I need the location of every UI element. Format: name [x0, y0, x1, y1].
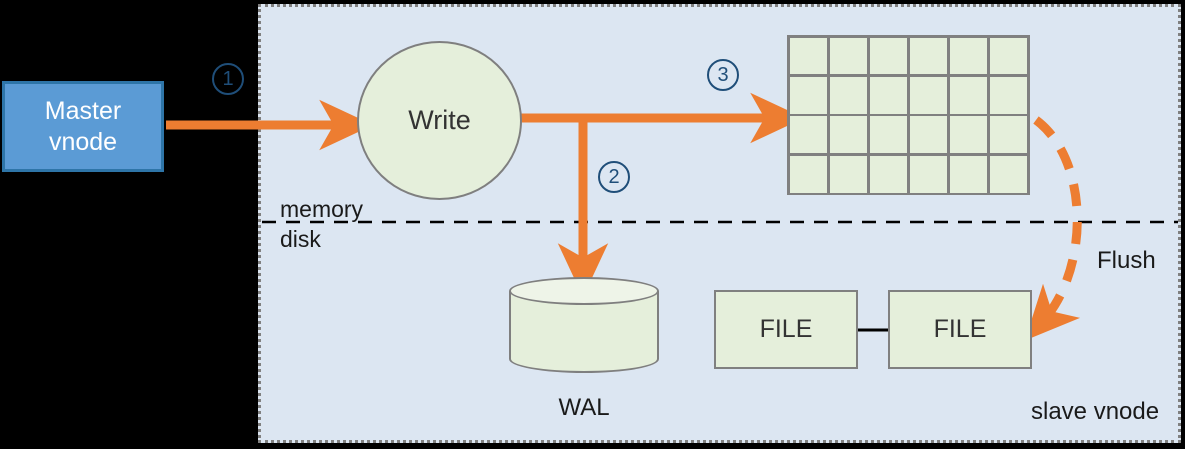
memory-table-cell [869, 155, 908, 193]
memory-table-cell [829, 116, 868, 154]
wal-cylinder-body [509, 291, 659, 359]
memory-table-cell [989, 37, 1028, 75]
step-marker-2: 2 [598, 161, 630, 193]
step-marker-1: 1 [212, 63, 244, 95]
flush-label: Flush [1097, 247, 1156, 274]
memory-table-cell [789, 37, 828, 75]
master-vnode-label-line1: Master [44, 97, 122, 125]
wal-cylinder-top [509, 277, 659, 305]
memory-table-cell [909, 155, 948, 193]
memory-table-cell [909, 116, 948, 154]
memory-table-cell [989, 76, 1028, 114]
wal-cylinder[interactable] [509, 277, 659, 373]
memory-table-cell [829, 37, 868, 75]
slave-vnode-label: slave vnode [1031, 398, 1160, 425]
memory-table-cell [989, 116, 1028, 154]
step-marker-2-label: 2 [608, 165, 620, 188]
memory-table-cell [869, 37, 908, 75]
memory-table-cell [949, 76, 988, 114]
step-marker-1-label: 1 [222, 67, 234, 90]
write-node-label: Write [408, 105, 471, 135]
wal-label: WAL [558, 394, 610, 421]
memory-table-cell [789, 116, 828, 154]
memory-table-cell [949, 155, 988, 193]
memory-table-cell [789, 76, 828, 114]
memory-table-cell [949, 116, 988, 154]
master-vnode-box[interactable]: Master vnode [2, 81, 164, 172]
file-box-left[interactable]: FILE [714, 290, 858, 369]
file-box-right[interactable]: FILE [888, 290, 1032, 369]
file-box-left-label: FILE [759, 315, 813, 343]
arrow-flush-curve [1024, 116, 1082, 341]
memory-table-grid[interactable] [787, 35, 1030, 195]
file-box-right-label: FILE [933, 315, 987, 343]
memory-table-cell [829, 155, 868, 193]
disk-label: disk [280, 226, 321, 252]
memory-table-cell [989, 155, 1028, 193]
master-vnode-label-line2: vnode [48, 127, 118, 156]
memory-table-cell [949, 37, 988, 75]
step-marker-3-label: 3 [717, 63, 729, 86]
memory-table-cell [829, 76, 868, 114]
memory-table-cell [789, 155, 828, 193]
step-marker-3: 3 [707, 59, 739, 91]
memory-table-cell [909, 37, 948, 75]
write-node[interactable]: Write [357, 41, 522, 200]
memory-table-cell [869, 116, 908, 154]
memory-table-cell [909, 76, 948, 114]
memory-table-cell [869, 76, 908, 114]
memory-label: memory [280, 196, 364, 222]
